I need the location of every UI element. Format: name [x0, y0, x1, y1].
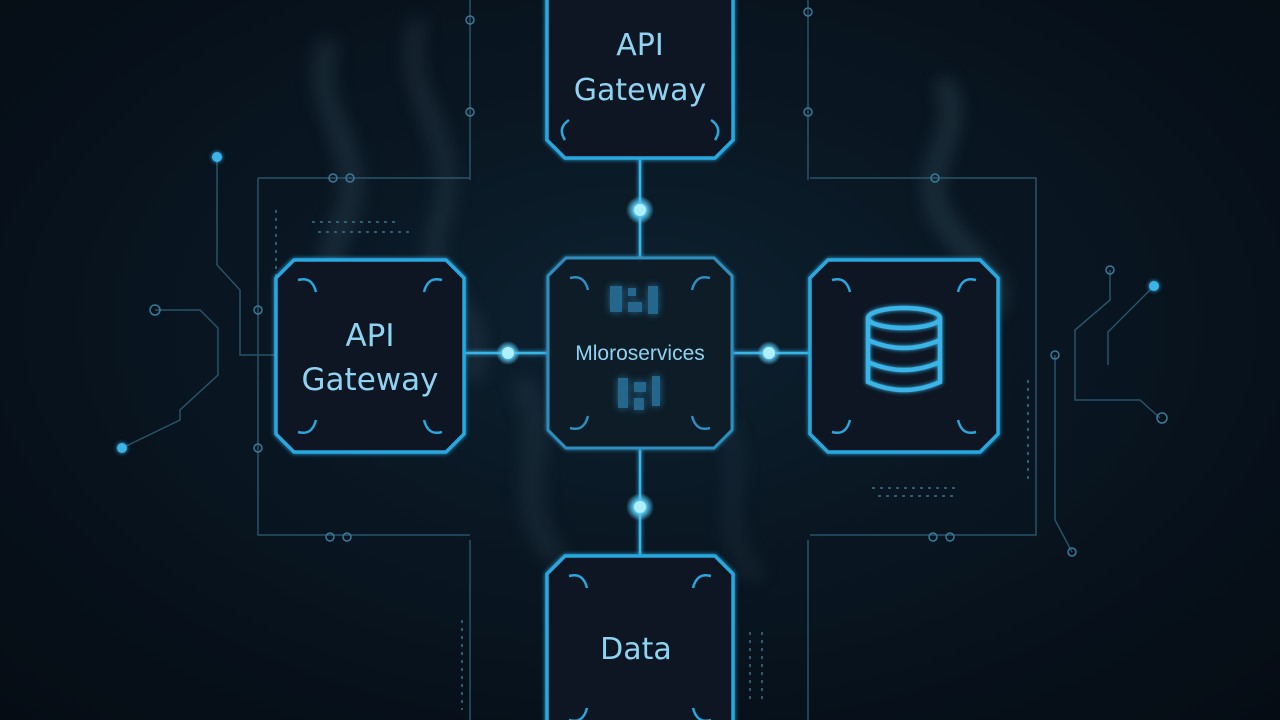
- node-data[interactable]: Data: [545, 554, 735, 720]
- circuit-traces: [121, 0, 1161, 720]
- connector-nodes: [496, 196, 781, 521]
- glyph-pattern: [610, 286, 660, 410]
- node-microservices[interactable]: Mloroservices: [546, 256, 734, 450]
- node-api-gateway-top[interactable]: API Gateway: [545, 0, 735, 160]
- node-api-gateway-left[interactable]: API Gateway: [274, 258, 466, 454]
- node-bottom-label: Data: [600, 632, 672, 667]
- node-top-line2: Gateway: [574, 73, 707, 108]
- node-left-line1: API: [345, 318, 394, 354]
- node-center-label: Mloroservices: [575, 342, 705, 365]
- node-top-line1: API: [616, 28, 663, 63]
- database-icon: [865, 305, 943, 393]
- circuit-pads: [117, 7, 1168, 557]
- node-left-line2: Gateway: [302, 362, 439, 398]
- node-database[interactable]: [808, 258, 1000, 454]
